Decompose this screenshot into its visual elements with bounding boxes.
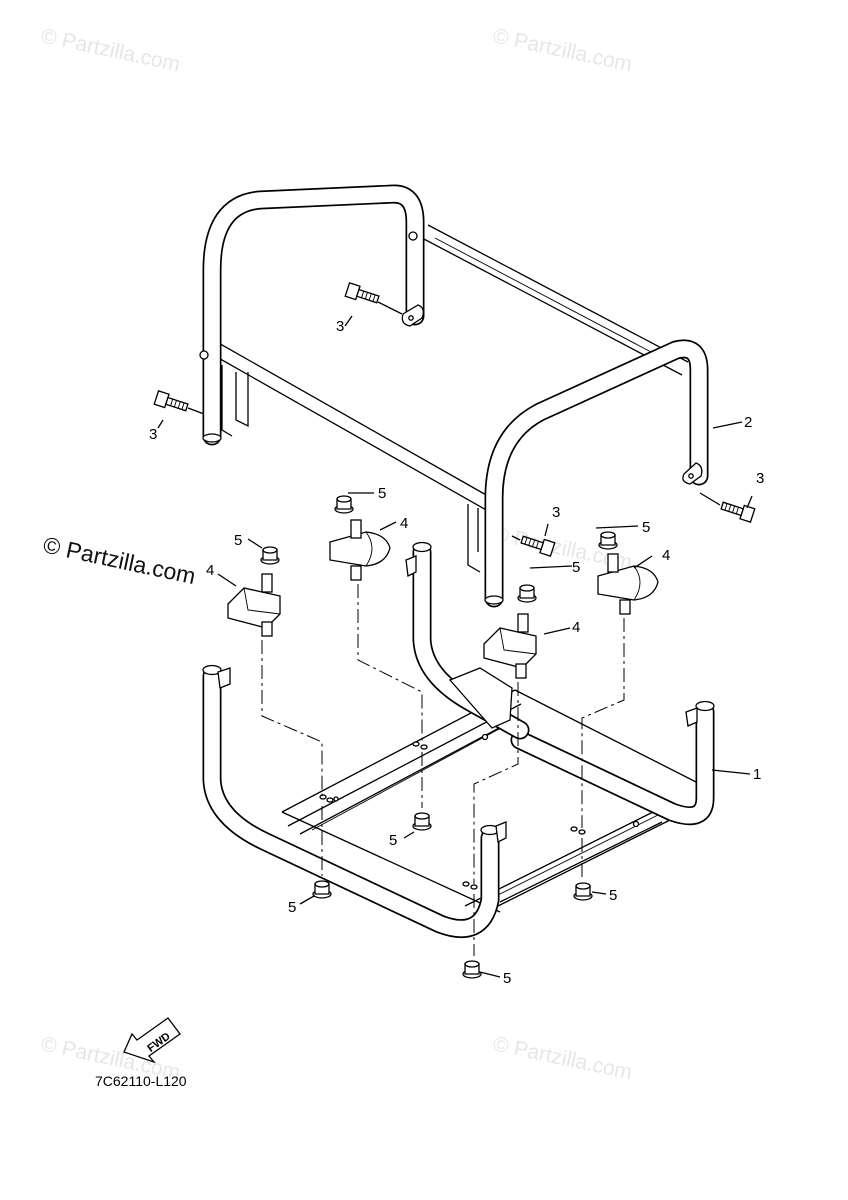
frame-base-side bbox=[281, 689, 701, 913]
nut-group bbox=[260, 495, 618, 979]
bolt-guide-line bbox=[187, 301, 721, 541]
handle-assembly bbox=[199, 184, 709, 608]
handle-mount-tab bbox=[401, 304, 424, 327]
watermark-featured: © Partzilla.com bbox=[41, 531, 198, 589]
frame-clip bbox=[685, 707, 698, 727]
callout-nut: 5 bbox=[572, 559, 580, 576]
handle-mount-hole bbox=[688, 473, 694, 479]
handle-tube-front-inner bbox=[486, 341, 707, 606]
frame-tube-end bbox=[412, 541, 432, 553]
callout-damper: 4 bbox=[400, 515, 408, 532]
callout-nut: 5 bbox=[389, 832, 397, 849]
callout-damper: 4 bbox=[662, 547, 670, 564]
rubber-damper bbox=[227, 573, 281, 637]
callout-bolt: 3 bbox=[552, 504, 560, 521]
assembly-guide-lines bbox=[261, 584, 625, 956]
frame-tube-right bbox=[510, 702, 715, 826]
frame-tube-right-inner bbox=[512, 704, 713, 824]
leader-lines bbox=[157, 315, 753, 978]
callout-nut: 5 bbox=[642, 519, 650, 536]
bolt-group bbox=[153, 282, 756, 557]
callout-frame: 1 bbox=[753, 766, 761, 783]
flange-nut bbox=[573, 882, 593, 901]
frame-mount-holes bbox=[319, 733, 640, 890]
handle-rear-bar-detail bbox=[434, 237, 671, 363]
frame-tube-left bbox=[202, 666, 500, 938]
frame-clip bbox=[495, 821, 507, 843]
flange-nut bbox=[312, 880, 332, 899]
frame-gusset bbox=[448, 667, 513, 729]
callout-bolt: 3 bbox=[149, 426, 157, 443]
frame-base-rib bbox=[311, 721, 661, 899]
rubber-damper bbox=[483, 613, 537, 679]
frame-tube-end bbox=[695, 700, 715, 712]
rubber-damper bbox=[329, 519, 391, 581]
callout-handle: 2 bbox=[744, 414, 752, 431]
fwd-arrow-icon bbox=[123, 1017, 181, 1064]
callout-bolt: 3 bbox=[336, 318, 344, 335]
flange-nut bbox=[462, 960, 482, 979]
bolt bbox=[344, 282, 380, 304]
handle-tube-end bbox=[484, 595, 504, 605]
handle-tube-end bbox=[202, 433, 222, 443]
flange-nut bbox=[598, 531, 618, 550]
frame-tube-end bbox=[202, 664, 222, 676]
flange-nut bbox=[334, 495, 354, 514]
flange-nut bbox=[517, 584, 537, 603]
rubber-damper bbox=[597, 553, 659, 615]
callout-bolt: 3 bbox=[756, 470, 764, 487]
callout-nut: 5 bbox=[609, 887, 617, 904]
callout-damper: 4 bbox=[572, 619, 580, 636]
handle-rear-bar bbox=[421, 224, 689, 376]
handle-front-bar bbox=[207, 336, 489, 512]
callout-nut: 5 bbox=[234, 532, 242, 549]
watermark-top-left: © Partzilla.com bbox=[39, 24, 182, 76]
callout-nut: 5 bbox=[378, 485, 386, 502]
frame-clip bbox=[217, 667, 231, 689]
handle-tube-back bbox=[202, 184, 425, 446]
drawing-code: 7C62110-L120 bbox=[95, 1073, 187, 1089]
bolt bbox=[720, 501, 756, 523]
watermark-top-right: © Partzilla.com bbox=[491, 24, 634, 76]
bolt bbox=[520, 535, 556, 557]
callout-nut: 5 bbox=[503, 970, 511, 987]
flange-nut bbox=[412, 812, 432, 831]
damper-assemblies bbox=[227, 519, 659, 679]
flange-nut bbox=[260, 546, 280, 565]
frame-clip bbox=[405, 555, 417, 577]
handle-bracket-right bbox=[467, 504, 481, 573]
bolt bbox=[153, 390, 189, 412]
callout-labels: 1 2 3 3 3 3 5 5 5 5 4 4 4 4 5 5 5 5 bbox=[149, 318, 764, 987]
frame-tube-left-inner bbox=[204, 668, 498, 937]
watermark-bottom-right: © Partzilla.com bbox=[491, 1032, 634, 1084]
callout-nut: 5 bbox=[288, 899, 296, 916]
handle-mount-hole bbox=[408, 315, 414, 321]
main-frame bbox=[202, 541, 715, 938]
handle-tube-back-inner bbox=[204, 186, 423, 444]
callout-damper: 4 bbox=[206, 562, 214, 579]
handle-bracket-left bbox=[221, 365, 249, 437]
handle-side-hole bbox=[199, 350, 209, 360]
handle-side-hole bbox=[408, 231, 418, 241]
